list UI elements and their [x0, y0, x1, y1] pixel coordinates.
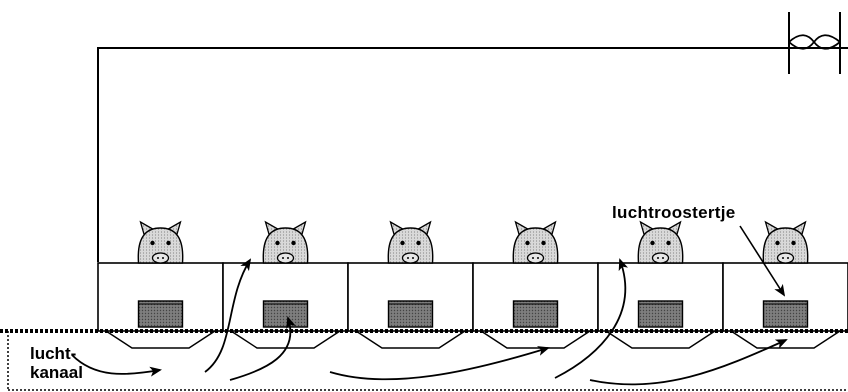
- leader-line: [739, 225, 786, 297]
- duct-label-line2: kanaal: [30, 363, 83, 382]
- grille: [262, 300, 309, 328]
- grille-label: luchtroostertje: [612, 203, 736, 222]
- arrow-icon: [329, 346, 550, 381]
- pig-icon: [512, 220, 559, 264]
- pig-icon: [637, 220, 684, 264]
- arrow-icon: [71, 354, 162, 377]
- pen: [472, 220, 599, 349]
- duct-label: lucht- kanaal: [30, 344, 83, 382]
- arrow-icon: [554, 258, 629, 379]
- pen: [97, 220, 224, 349]
- air-duct: [0, 329, 848, 391]
- pens-row: [97, 220, 848, 349]
- pig-icon: [387, 220, 434, 264]
- fan-icon: [788, 12, 841, 74]
- pig-icon: [137, 220, 184, 264]
- arrow-icon: [589, 339, 788, 386]
- grille: [137, 300, 184, 328]
- pig-icon: [762, 220, 809, 264]
- grille: [637, 300, 684, 328]
- arrow-icon: [204, 258, 252, 373]
- pig-icon: [262, 220, 309, 264]
- building-outline: [97, 47, 848, 262]
- grille: [512, 300, 559, 328]
- arrow-icon: [229, 316, 296, 381]
- pen: [222, 220, 349, 349]
- duct-label-line1: lucht-: [30, 344, 77, 363]
- grille: [762, 300, 809, 328]
- airflow-arrows: [71, 225, 788, 386]
- grille: [387, 300, 434, 328]
